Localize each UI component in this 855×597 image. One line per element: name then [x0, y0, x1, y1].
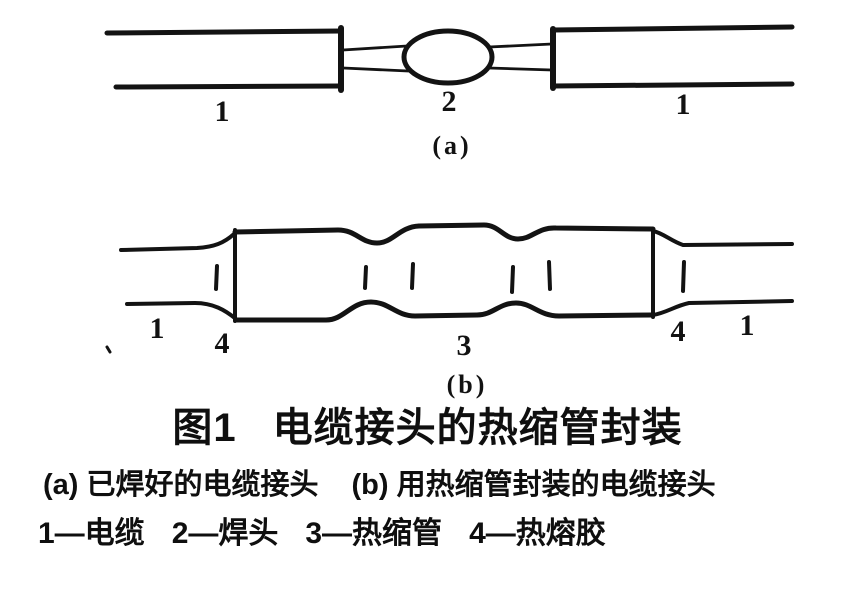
fig-b-right-cable-bottom-line — [651, 299, 794, 317]
fig-b-label-right-cable: 1 — [739, 309, 755, 342]
fig-b-tick-mark — [547, 260, 552, 291]
fig-b-tube-bottom-outline — [234, 299, 655, 323]
legend-desc-b: (b) 用热缩管封装的电缆接头 — [351, 469, 716, 501]
fig-a-label-left-cable: 1 — [214, 95, 230, 128]
fig-b-left-cable-bottom-line — [125, 301, 238, 321]
legend-desc-a: (a) 已焊好的电缆接头 — [43, 469, 319, 501]
legend-subfigure-descriptions: (a) 已焊好的电缆接头 (b) 用热缩管封装的电缆接头 — [43, 469, 716, 502]
fig-b-label-tube: 3 — [456, 329, 472, 362]
fig-b-sublabel: (b) — [446, 370, 488, 399]
figure-b-drawing — [105, 222, 794, 354]
figure-a-drawing — [104, 24, 795, 93]
fig-a-label-right-cable: 1 — [675, 88, 691, 121]
fig-b-label-right-adhesive: 4 — [670, 315, 686, 348]
fig-a-weld-joint-ellipse — [401, 28, 495, 86]
fig-b-right-cable-top-line — [651, 229, 794, 247]
fig-b-label-left-adhesive: 4 — [214, 327, 230, 360]
legend-part-weld-head: 2—焊头 — [171, 517, 279, 550]
legend-part-heat-shrink-tube: 3—热缩管 — [305, 517, 443, 550]
fig-a-left-cable-bottom-line — [113, 83, 344, 90]
fig-b-tick-mark — [510, 265, 515, 294]
caption-title: 电缆接头的热缩管封装 — [272, 406, 683, 450]
fig-a-label-joint: 2 — [441, 85, 457, 118]
fig-b-label-left-cable: 1 — [149, 312, 165, 345]
legend-part-hot-melt-adhesive: 4—热熔胶 — [469, 517, 606, 550]
stray-ink-mark — [105, 345, 112, 354]
legend-part-cable: 1—电缆 — [38, 517, 145, 550]
fig-b-tick-mark — [363, 265, 368, 290]
fig-a-wire-left-bottom — [341, 66, 410, 73]
figure-caption: 图1 电缆接头的热缩管封装 — [0, 406, 855, 450]
fig-a-sublabel: (a) — [432, 131, 472, 160]
legend-part-names: 1—电缆 2—焊头 3—热缩管 4—热熔胶 — [38, 517, 606, 550]
fig-b-tick-mark — [410, 262, 415, 290]
fig-b-tube-top-outline — [232, 222, 656, 246]
fig-b-left-cable-top-line — [119, 232, 236, 252]
fig-a-right-cable-bottom-line — [550, 81, 795, 89]
fig-b-tick-mark — [681, 260, 686, 293]
fig-a-wire-left-top — [341, 44, 409, 52]
fig-a-wire-right-bottom — [487, 66, 554, 72]
fig-b-tick-mark — [214, 264, 219, 291]
fig-a-right-cable-top-line — [550, 24, 795, 33]
fig-a-wire-right-top — [487, 42, 554, 49]
fig-a-left-cable-top-line — [104, 28, 344, 36]
figure-number: 图1 — [172, 406, 237, 450]
